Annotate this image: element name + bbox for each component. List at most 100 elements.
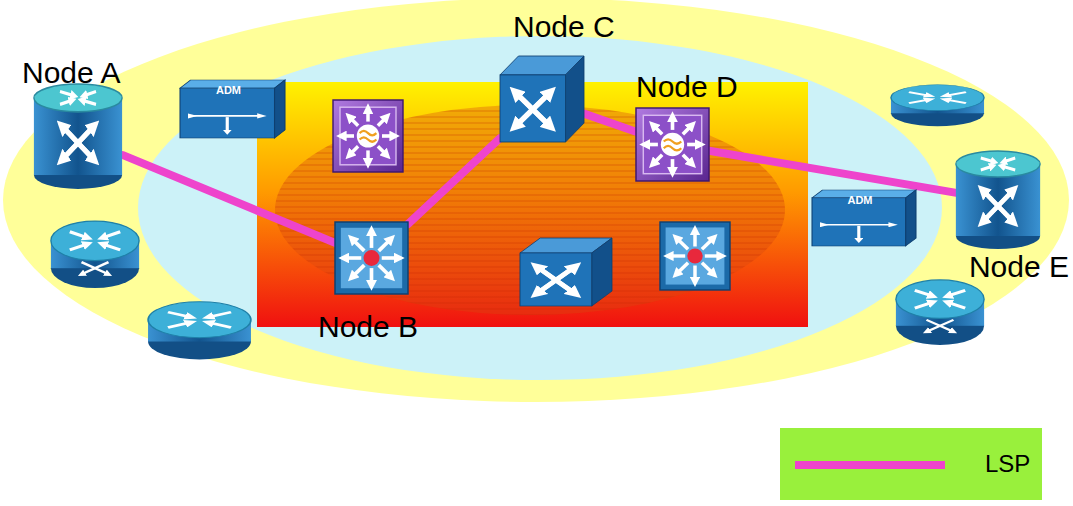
arrow-glyph [193, 115, 262, 117]
router-icon [891, 85, 984, 126]
arrow-glyph [915, 290, 933, 296]
arrow-glyph [537, 267, 576, 294]
arrow-glyph [983, 190, 1014, 222]
arrow-glyph [915, 302, 933, 308]
node-label: Node B [318, 312, 418, 342]
legend-label: LSP [985, 452, 1030, 476]
arrow-glyph [1003, 158, 1015, 162]
arrow-glyph [378, 117, 387, 126]
arrow-glyph [370, 231, 374, 248]
icon-part [661, 133, 684, 156]
arrow-glyph [82, 262, 109, 274]
arrow-glyph [537, 267, 576, 294]
arrow-glyph [208, 322, 231, 327]
arrow-glyph [208, 312, 231, 317]
arrow-glyph [62, 126, 94, 160]
device-icon [335, 222, 408, 294]
arrow-glyph [676, 238, 688, 250]
arrow-glyph [344, 256, 362, 260]
switch-node: Node B [335, 222, 408, 294]
arrow-glyph [945, 99, 966, 103]
arrow-glyph [702, 238, 714, 250]
arrow-glyph [1001, 166, 1015, 170]
arrow-glyph [668, 254, 685, 257]
arrow-glyph [379, 265, 391, 277]
device-label: ADM [847, 190, 872, 206]
arrow-glyph [382, 134, 395, 138]
arrow-glyph [693, 266, 697, 282]
router-icon [333, 100, 403, 172]
arrow-glyph [168, 312, 191, 317]
router-icon [51, 221, 139, 288]
arrow-glyph [515, 92, 550, 126]
arrow-glyph [349, 117, 358, 126]
arrow-glyph [927, 320, 954, 332]
arrow-glyph [70, 244, 88, 250]
arrow-glyph [705, 254, 722, 257]
device-icon [955, 150, 1041, 250]
node-label: Node E [969, 252, 1069, 282]
adm-box: ADM [180, 80, 285, 138]
arrow-glyph [62, 126, 94, 160]
red-dot [363, 250, 379, 266]
icon-part [891, 85, 984, 111]
arrow-glyph [62, 126, 94, 160]
icon-part [906, 190, 916, 246]
icon-part [956, 151, 1040, 177]
icon-part [357, 124, 379, 147]
arrow-glyph [983, 190, 1014, 222]
arrow-glyph [83, 92, 96, 96]
router-icon [148, 302, 251, 360]
arrow-glyph [515, 92, 550, 126]
arrow-glyph [645, 143, 658, 147]
arrow-glyph [341, 134, 354, 138]
arrow-glyph [352, 265, 364, 277]
router-icon [896, 280, 984, 345]
switch-icon [520, 238, 612, 306]
node-label: Node D [636, 72, 738, 102]
icon-part [148, 302, 251, 338]
arrow-glyph [687, 143, 700, 147]
lsp-connector [584, 114, 636, 132]
arrow-glyph [515, 92, 550, 126]
arrow-glyph [824, 224, 893, 226]
arrow-glyph [983, 190, 1014, 222]
arrow-glyph [70, 232, 88, 238]
icon-part [660, 222, 730, 290]
icon-part [51, 221, 139, 261]
arrow-glyph [693, 230, 697, 246]
arrow-glyph [82, 262, 109, 274]
icon-part [643, 115, 701, 173]
node-label: Node C [513, 12, 615, 42]
arrow-glyph [983, 190, 1014, 222]
arrow-glyph [683, 125, 692, 134]
arrow-glyph [909, 99, 930, 103]
arrow-glyph [349, 146, 358, 155]
arrow-glyph [378, 146, 387, 155]
node-label: Node A [22, 58, 120, 88]
device-icon [636, 108, 709, 181]
icon-part [664, 139, 682, 150]
router-node: Node D [636, 108, 709, 181]
arrow-glyph [370, 268, 374, 285]
arrow-glyph [382, 256, 400, 260]
arrow-glyph [515, 92, 550, 126]
arrow-glyph [857, 226, 860, 241]
switch-icon [660, 222, 730, 290]
device-icon [33, 83, 123, 190]
arrow-glyph [537, 267, 576, 294]
icon-part [360, 131, 377, 142]
icon-part [335, 222, 408, 294]
arrow-glyph [62, 126, 94, 160]
icon-part [275, 80, 286, 138]
arrow-glyph [927, 320, 954, 332]
router-node: Node A [33, 83, 123, 190]
icon-part [333, 100, 403, 172]
arrow-glyph [60, 92, 74, 96]
arrow-glyph [945, 92, 966, 96]
arrow-glyph [947, 290, 965, 296]
arrow-glyph [676, 263, 688, 275]
arrow-glyph [60, 100, 73, 104]
arrow-glyph [947, 302, 965, 308]
icon-part [34, 84, 122, 112]
